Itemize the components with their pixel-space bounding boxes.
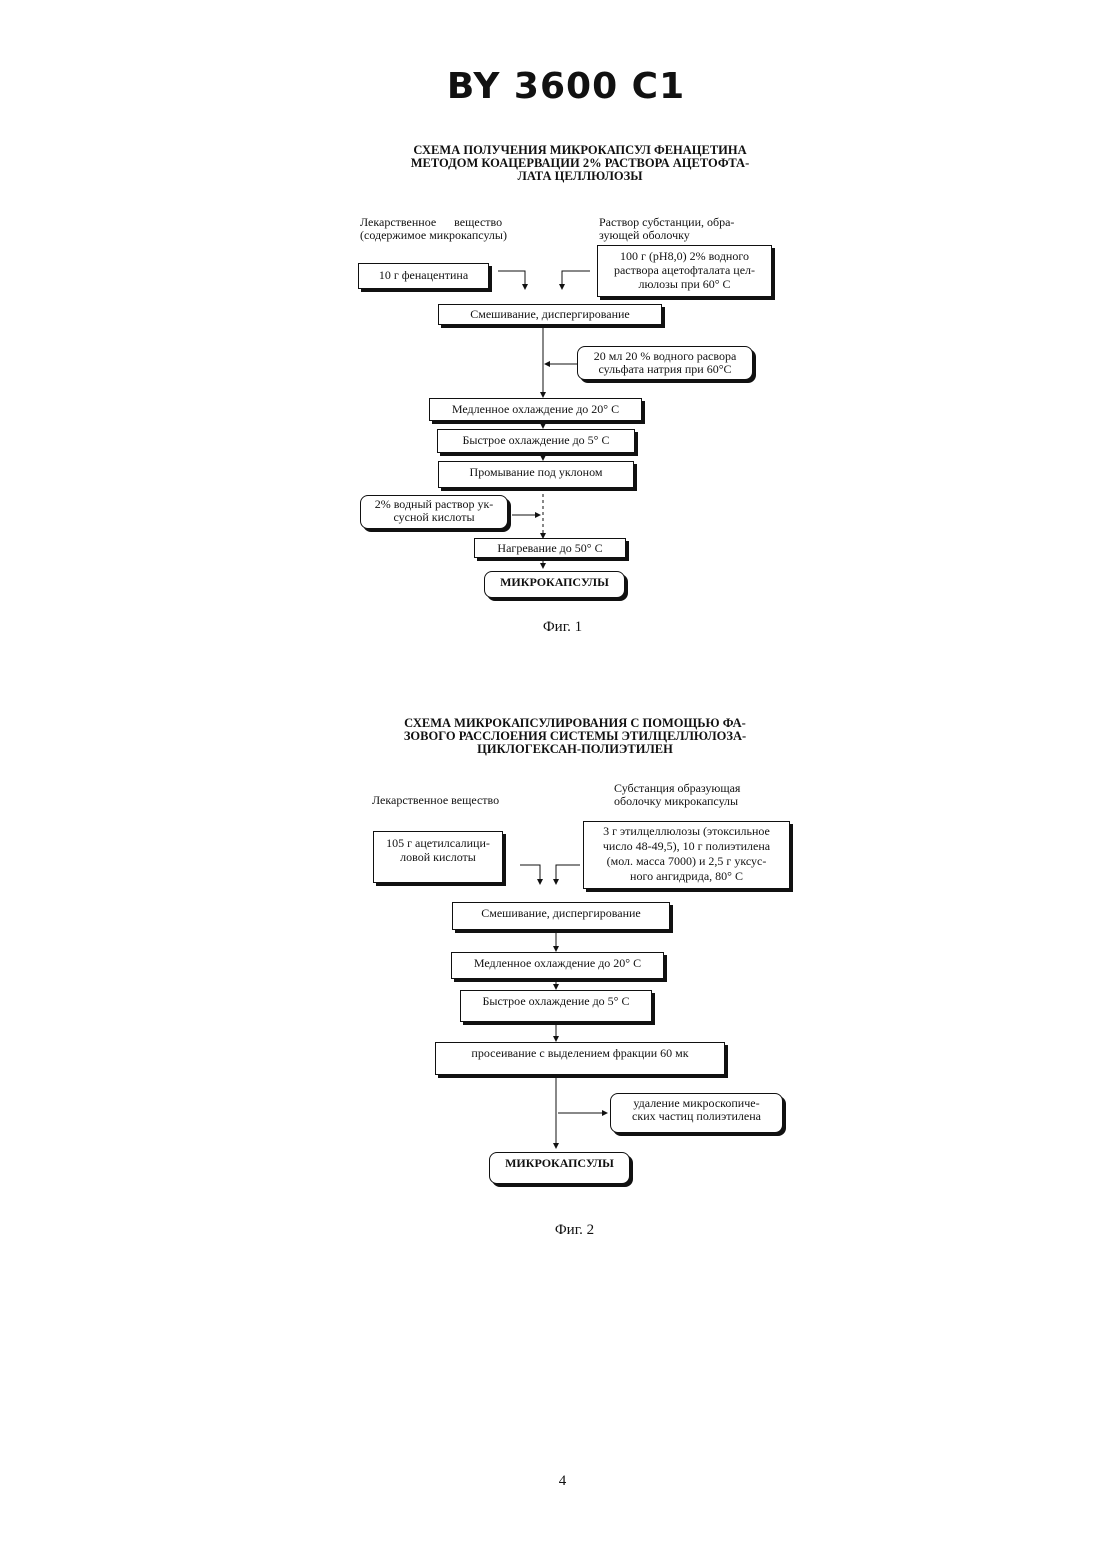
acid-box: 2% водный раствор ук- сусной кислоты: [360, 495, 508, 529]
step-label: Промывание под уклоном: [470, 465, 603, 479]
step-label: Быстрое охлаждение до 5° С: [463, 433, 610, 447]
step-label: просеивание с выделением фракции 60 мк: [471, 1046, 688, 1060]
box-line: ских частиц полиэтилена: [611, 1110, 782, 1123]
figure2-title: СХЕМА МИКРОКАПСУЛИРОВАНИЯ С ПОМОЩЬЮ ФА- …: [325, 717, 825, 756]
figure1-left-header: Лекарственное вещество (содержимое микро…: [360, 216, 540, 242]
connector-line: [562, 271, 590, 289]
step-slow-cooling: Медленное охлаждение до 20° С: [451, 952, 664, 979]
box-line: 3 г этилцеллюлозы (этоксильное: [584, 824, 789, 839]
box-line: 105 г ацетилсалици-: [374, 836, 502, 850]
removal-box: удаление микроскопиче- ских частиц полиэ…: [610, 1093, 783, 1133]
step-label: Нагревание до 50° С: [497, 541, 602, 555]
solution-box: 100 г (pH8,0) 2% водного раствора ацетоф…: [597, 245, 772, 297]
figure1-right-header: Раствор субстанции, обра- зующей оболочк…: [599, 216, 779, 242]
box-line: сульфата натрия при 60°С: [578, 363, 752, 376]
step-fast-cooling: Быстрое охлаждение до 5° С: [460, 990, 652, 1022]
connector-line: [520, 865, 540, 884]
box-line: ного ангидрида, 80° С: [584, 869, 789, 884]
step-label: Медленное охлаждение до 20° С: [474, 956, 641, 970]
step-label: Медленное охлаждение до 20° С: [452, 402, 619, 416]
step-mixing: Смешивание, диспергирование: [438, 304, 662, 325]
substance-box: 3 г этилцеллюлозы (этоксильное число 48-…: [583, 821, 790, 889]
step-label: Смешивание, диспергирование: [481, 906, 641, 920]
drug-box-label: 10 г фенацентина: [379, 268, 468, 282]
figure2-left-header: Лекарственное вещество: [372, 794, 499, 807]
result-label: МИКРОКАПСУЛЫ: [500, 575, 609, 589]
box-line: число 48-49,5), 10 г полиэтилена: [584, 839, 789, 854]
result-box: МИКРОКАПСУЛЫ: [484, 571, 625, 598]
box-line: сусной кислоты: [361, 511, 507, 524]
sulfate-box: 20 мл 20 % водного раcвора сульфата натр…: [577, 346, 753, 380]
box-line: раствора ацетофталата цел-: [598, 263, 771, 277]
result-label: МИКРОКАПСУЛЫ: [505, 1156, 614, 1170]
header-line: оболочку микрокапсулы: [614, 795, 794, 808]
drug-box: 10 г фенацентина: [358, 263, 489, 289]
step-sieving: просеивание с выделением фракции 60 мк: [435, 1042, 725, 1075]
step-slow-cooling: Медленное охлаждение до 20° С: [429, 398, 642, 421]
header-line: (содержимое микрокапсулы): [360, 229, 540, 242]
step-label: Смешивание, диспергирование: [470, 307, 630, 321]
page-number: 4: [520, 1473, 605, 1490]
result-box: МИКРОКАПСУЛЫ: [489, 1152, 630, 1184]
figure2-right-header: Субстанция образующая оболочку микрокапс…: [614, 782, 794, 808]
figure1-title-line: ЛАТА ЦЕЛЛЮЛОЗЫ: [330, 170, 830, 183]
document-number: BY 3600 C1: [0, 66, 1100, 107]
figure2-caption: Фиг. 2: [492, 1222, 657, 1239]
box-line: 100 г (pH8,0) 2% водного: [598, 249, 771, 263]
header-line: зующей оболочку: [599, 229, 779, 242]
box-line: люлозы при 60° С: [598, 277, 771, 291]
box-line: ловой кислоты: [374, 850, 502, 864]
figure2-title-line: ЦИКЛОГЕКСАН-ПОЛИЭТИЛЕН: [325, 743, 825, 756]
step-label: Быстрое охлаждение до 5° С: [483, 994, 630, 1008]
step-mixing: Смешивание, диспергирование: [452, 902, 670, 930]
figure1-caption: Фиг. 1: [480, 619, 645, 636]
step-washing: Промывание под уклоном: [438, 461, 634, 488]
drug-box: 105 г ацетилсалици- ловой кислоты: [373, 831, 503, 883]
step-fast-cooling: Быстрое охлаждение до 5° С: [437, 429, 635, 453]
step-heating: Нагревание до 50° С: [474, 538, 626, 558]
connector-line: [556, 865, 580, 884]
figure1-title: СХЕМА ПОЛУЧЕНИЯ МИКРОКАПСУЛ ФЕНАЦЕТИНА М…: [330, 144, 830, 183]
connector-line: [498, 271, 525, 289]
box-line: (мол. масса 7000) и 2,5 г уксус-: [584, 854, 789, 869]
